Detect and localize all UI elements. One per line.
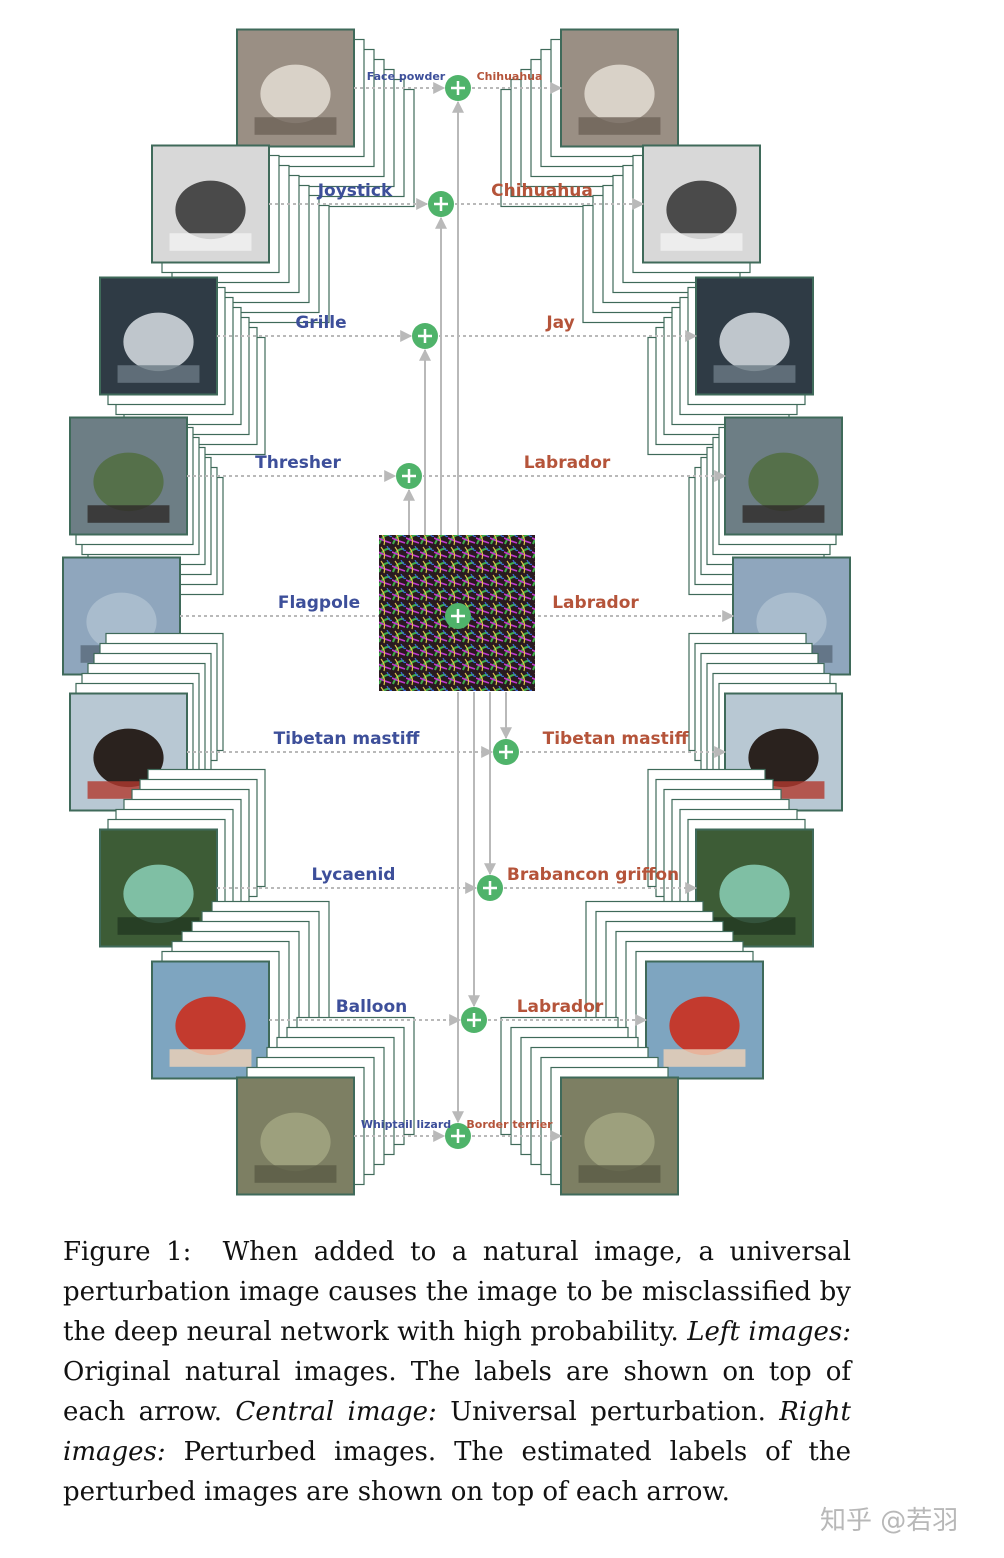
caption-left-title: Left images: [687, 1317, 851, 1347]
central-plus-icon [451, 609, 465, 623]
caption-main-text: When added to a natural image, a univers… [63, 1237, 851, 1347]
photo-detail [117, 365, 200, 383]
photo-detail [713, 365, 796, 383]
perturbed-image-tibetan-mastiff [724, 692, 843, 812]
photo-subject [175, 180, 246, 240]
photo-detail [660, 233, 743, 251]
left-label: Face powder [367, 70, 446, 83]
plus-icon [451, 1129, 465, 1143]
left-label: Joystick [317, 181, 393, 201]
right-label: Brabancon griffon [507, 865, 679, 885]
plus-icon [434, 197, 448, 211]
photo-detail [169, 233, 252, 251]
right-label: Labrador [552, 593, 639, 613]
photo-subject [260, 1112, 331, 1172]
right-label: Labrador [524, 453, 611, 473]
right-label: Labrador [517, 997, 604, 1017]
photo-subject [719, 864, 790, 924]
plus-icon [483, 881, 497, 895]
plus-icon [418, 329, 432, 343]
photo-subject [123, 312, 194, 372]
photo-subject [93, 728, 164, 788]
right-label: Tibetan mastiff [543, 729, 689, 749]
perturbed-image-face-powder-compact [560, 28, 679, 148]
right-label: Chihuahua [491, 181, 593, 201]
photo-subject [175, 996, 246, 1056]
perturbed-image-steam-thresher [724, 416, 843, 536]
left-label: Whiptail lizard [361, 1118, 451, 1131]
plus-icon [451, 81, 465, 95]
perturbed-image-whiptail-lizard [560, 1076, 679, 1196]
photo-subject [666, 180, 737, 240]
plus-icon [402, 469, 416, 483]
original-image-whiptail-lizard [236, 1076, 355, 1196]
original-image-hot-air-balloon [151, 960, 270, 1080]
photo-subject [748, 728, 819, 788]
caption-right-title: Right images: [63, 1397, 851, 1467]
left-label: Flagpole [278, 593, 360, 613]
left-label: Thresher [255, 453, 341, 473]
plus-icon [499, 745, 513, 759]
left-label: Tibetan mastiff [274, 729, 420, 749]
photo-subject [584, 1112, 655, 1172]
photo-detail [254, 1165, 337, 1183]
right-label: Border terrier [466, 1118, 553, 1131]
photo-subject [93, 452, 164, 512]
photo-detail [578, 117, 661, 135]
plus-icon [467, 1013, 481, 1027]
caption-right-text: Perturbed images. The estimated labels o… [63, 1437, 851, 1507]
perturbed-image-hot-air-balloon [645, 960, 764, 1080]
photo-detail [742, 505, 825, 523]
photo-detail [169, 1049, 252, 1067]
photo-detail [663, 1049, 746, 1067]
photo-subject [584, 64, 655, 124]
perturbed-image-lycaenid-butterfly [695, 828, 814, 948]
original-image-steam-thresher [69, 416, 188, 536]
caption-figure-number: Figure 1: [63, 1237, 192, 1267]
caption-left-text: Original natural images. The labels are … [63, 1357, 851, 1427]
figure-caption: Figure 1: When added to a natural image,… [63, 1232, 851, 1512]
perturbed-image-joystick [642, 144, 761, 264]
left-label: Balloon [336, 997, 408, 1017]
photo-subject [123, 864, 194, 924]
caption-central-text: Universal perturbation. [450, 1397, 766, 1427]
photo-subject [669, 996, 740, 1056]
photo-detail [713, 917, 796, 935]
perturbed-image-car-grille [695, 276, 814, 396]
photo-detail [578, 1165, 661, 1183]
photo-detail [87, 505, 170, 523]
original-image-face-powder-compact [236, 28, 355, 148]
photo-subject [260, 64, 331, 124]
photo-subject [748, 452, 819, 512]
original-image-car-grille [99, 276, 218, 396]
left-label: Grille [295, 313, 346, 333]
caption-central-title: Central image: [235, 1397, 437, 1427]
photo-detail [117, 917, 200, 935]
photo-subject [719, 312, 790, 372]
left-label: Lycaenid [312, 865, 396, 885]
zhihu-watermark: 知乎 @若羽 [820, 1506, 959, 1536]
photo-detail [254, 117, 337, 135]
original-image-joystick [151, 144, 270, 264]
right-label: Jay [545, 313, 574, 333]
right-label: Chihuahua [477, 70, 543, 83]
